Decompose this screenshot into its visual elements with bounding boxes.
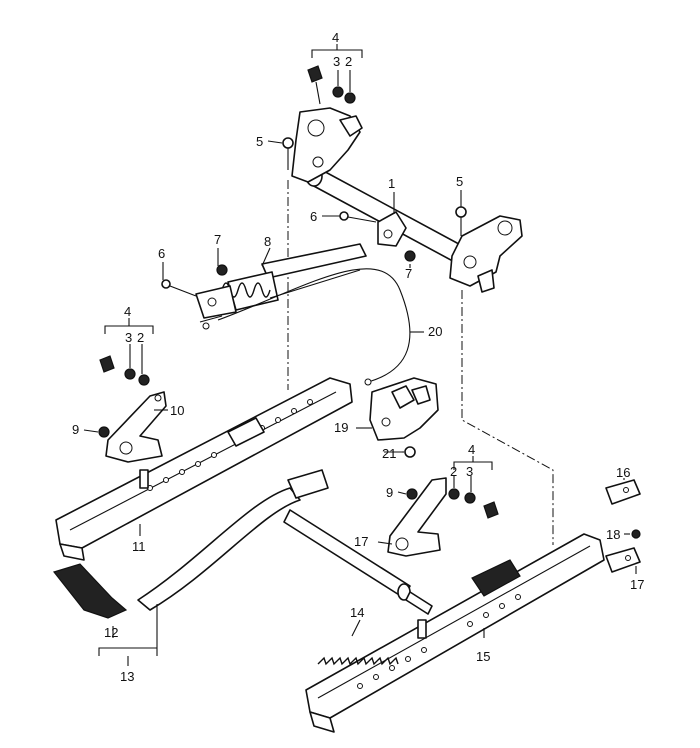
part-small-clips xyxy=(605,479,641,573)
part-cable xyxy=(217,268,411,386)
callout-8: 8 xyxy=(264,234,271,249)
callout-4: 4 xyxy=(124,304,131,319)
part-cross-tube xyxy=(291,107,523,293)
callout-12: 12 xyxy=(104,625,118,640)
alignment-lines xyxy=(287,180,554,545)
callout-3: 3 xyxy=(333,54,340,69)
callout-5: 5 xyxy=(456,174,463,189)
part-tension-spring xyxy=(317,656,399,666)
callout-17: 17 xyxy=(354,534,368,549)
callout-3: 3 xyxy=(466,464,473,479)
callout-2: 2 xyxy=(137,330,144,345)
callout-21: 21 xyxy=(382,446,396,461)
callout-1: 1 xyxy=(388,176,395,191)
part-front-bail xyxy=(137,469,433,615)
callout-5: 5 xyxy=(256,134,263,149)
callout-6: 6 xyxy=(158,246,165,261)
callout-13: 13 xyxy=(120,669,134,684)
callout-15: 15 xyxy=(476,649,490,664)
callout-4: 4 xyxy=(468,442,475,457)
callout-10: 10 xyxy=(170,403,184,418)
leader-lines xyxy=(83,44,637,666)
callout-7: 7 xyxy=(214,232,221,247)
part-handle-grip xyxy=(52,563,128,619)
callout-17: 17 xyxy=(630,577,644,592)
callout-18: 18 xyxy=(606,527,620,542)
part-gas-spring xyxy=(195,243,367,330)
part-left-pivot-bracket xyxy=(105,391,167,463)
callout-14: 14 xyxy=(350,605,364,620)
part-right-pivot-bracket xyxy=(387,477,447,557)
callout-4: 4 xyxy=(332,30,339,45)
callout-2: 2 xyxy=(450,464,457,479)
fasteners xyxy=(98,65,499,519)
part-right-rail xyxy=(305,533,605,733)
callout-9: 9 xyxy=(386,485,393,500)
callout-16: 16 xyxy=(616,465,630,480)
right-rail-holes xyxy=(357,594,521,689)
callout-6: 6 xyxy=(310,209,317,224)
callout-7: 7 xyxy=(405,266,412,281)
callout-numbers: 1 2 2 2 3 3 3 4 4 4 5 5 6 6 7 7 8 9 9 10… xyxy=(72,30,644,684)
part-left-rail xyxy=(55,377,353,561)
callout-3: 3 xyxy=(125,330,132,345)
callout-11: 11 xyxy=(132,539,146,554)
part-lever-housing xyxy=(369,377,439,441)
callout-2: 2 xyxy=(345,54,352,69)
callout-9: 9 xyxy=(72,422,79,437)
callout-20: 20 xyxy=(428,324,442,339)
callout-19: 19 xyxy=(334,420,348,435)
